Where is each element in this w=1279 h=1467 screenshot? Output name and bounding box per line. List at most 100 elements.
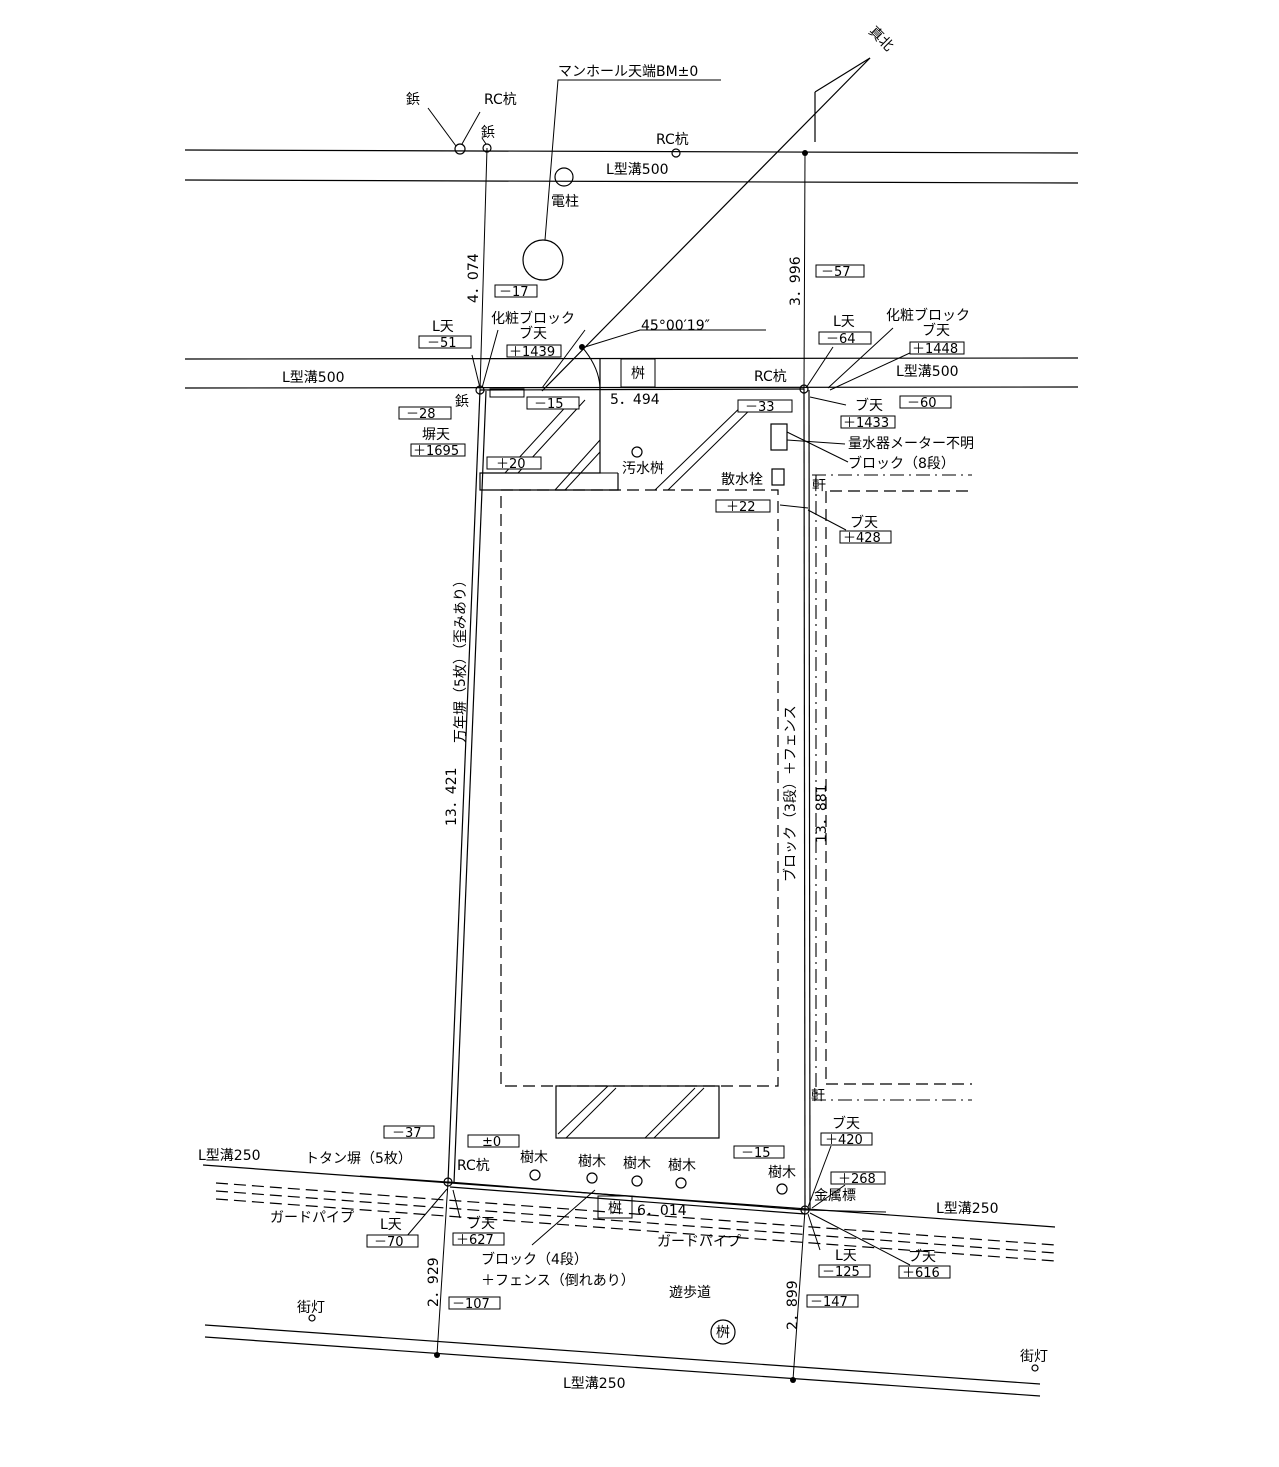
point-top-right — [802, 150, 808, 156]
label-right-wall: ブロック（3段）＋フェンス — [782, 705, 799, 882]
label-l-ten-br: L天 — [835, 1248, 857, 1264]
svg-text:－125: －125 — [822, 1265, 860, 1280]
label-rc-pile-3: RC杭 — [754, 369, 787, 385]
dim-top-left: 4．074 — [466, 253, 482, 303]
svg-text:－28: －28 — [406, 407, 436, 422]
level-box: ＋420 — [820, 1132, 873, 1148]
label-ditch-l500-left: L型溝500 — [282, 370, 345, 386]
label-ditch-l250-right: L型溝250 — [936, 1201, 999, 1217]
reference-lines — [436, 147, 806, 1381]
label-noki-top: 軒 — [812, 478, 826, 494]
rear-paving — [555, 1085, 720, 1139]
svg-text:－37: －37 — [392, 1126, 422, 1141]
level-box: ＋627 — [452, 1232, 505, 1248]
markers — [308, 143, 1039, 1383]
tree-marker-1 — [529, 1169, 541, 1181]
label-metal: 金属標 — [814, 1188, 856, 1204]
level-box: －107 — [448, 1296, 501, 1312]
manhole — [522, 239, 564, 281]
level-box: －15 — [526, 396, 580, 412]
dim-bottom-left: 2．929 — [426, 1257, 442, 1307]
svg-text:＋616: ＋616 — [902, 1266, 940, 1281]
label-tree-5: 樹木 — [768, 1165, 796, 1181]
label-bu-ten-left: ブ天 — [519, 325, 547, 342]
label-manhole: マンホール天端BM±0 — [558, 64, 698, 80]
svg-text:＋1439: ＋1439 — [509, 345, 555, 360]
north-label: 真北 — [865, 24, 896, 55]
level-box: ＋1695 — [410, 443, 466, 459]
leader-lines — [405, 79, 913, 1266]
level-box: ＋22 — [715, 499, 771, 515]
label-tetsu-2: 鋲 — [481, 125, 495, 141]
level-box: ＋20 — [486, 456, 542, 472]
label-tree-1: 樹木 — [520, 1150, 548, 1166]
svg-text:＋20: ＋20 — [496, 457, 526, 472]
point-bottom-left — [434, 1352, 440, 1358]
level-box: －70 — [366, 1234, 419, 1250]
svg-text:－107: －107 — [452, 1297, 490, 1312]
label-l-ten-left: L天 — [432, 319, 454, 335]
dim-bottom-right: 2．899 — [785, 1280, 801, 1330]
text-labels: マンホール天端BM±0 鋲 RC杭 鋲 RC杭 L型溝500 電柱 L型溝500… — [198, 64, 1048, 1392]
label-ditch-top: L型溝500 — [606, 162, 669, 178]
level-box: －57 — [815, 264, 865, 280]
level-box: ＋616 — [898, 1265, 951, 1281]
svg-text:＋1448: ＋1448 — [912, 342, 958, 357]
rc-pile-marker-2 — [671, 148, 681, 158]
label-ditch-l250-left: L型溝250 — [198, 1148, 261, 1164]
label-l-ten-bl: L天 — [380, 1217, 402, 1233]
dim-top-right: 3．996 — [788, 256, 804, 306]
level-box: ＋1448 — [909, 341, 965, 357]
tree-marker-2 — [586, 1172, 598, 1184]
label-masu-bottom: 桝 — [608, 1201, 622, 1217]
label-meter: 量水器メーター不明 — [848, 436, 974, 452]
svg-text:－60: －60 — [907, 396, 937, 411]
label-hei-ten: 塀天 — [422, 427, 450, 443]
label-guard-right: ガードパイプ — [657, 1234, 741, 1250]
label-bu-ten-r2: ブ天 — [855, 397, 883, 414]
label-tree-2: 樹木 — [578, 1154, 606, 1170]
label-kesho-right: 化粧ブロック — [886, 307, 970, 324]
utility-pole — [554, 167, 574, 187]
svg-text:＋420: ＋420 — [825, 1133, 863, 1148]
svg-text:＋627: ＋627 — [456, 1233, 494, 1248]
label-promenade: 遊歩道 — [669, 1285, 711, 1301]
svg-text:＋1433: ＋1433 — [843, 416, 889, 431]
label-rc-pile-4: RC杭 — [457, 1158, 490, 1174]
label-kesho-left: 化粧ブロック — [491, 310, 575, 327]
level-box: －28 — [398, 406, 452, 422]
level-box: －15 — [733, 1145, 785, 1161]
label-totan: トタン塀（5枚） — [305, 1151, 412, 1167]
dimension-labels: 4．074 3．996 5．494 13．421 13．881 6．014 2．… — [426, 253, 830, 1330]
building-outline — [500, 474, 972, 1101]
dim-right: 13．881 — [814, 784, 830, 843]
osui-masu-marker — [631, 446, 643, 458]
svg-text:＋1695: ＋1695 — [413, 444, 459, 459]
svg-text:－15: －15 — [741, 1146, 771, 1161]
point-bottom-right — [790, 1377, 796, 1383]
label-rc-pile-1: RC杭 — [484, 92, 517, 108]
corner-front-right — [799, 384, 809, 394]
label-bu-ten-bl: ブ天 — [467, 1215, 495, 1232]
label-bu-ten-br: ブ天 — [908, 1248, 936, 1265]
street-light-left — [308, 1314, 316, 1322]
level-boxes: －17 －57 －51 ＋1439 －64 ＋1448 －28 －15 －33 … — [366, 264, 965, 1312]
level-box: －64 — [818, 331, 872, 347]
meter-box — [770, 423, 788, 451]
label-angle: 45°00′19″ — [641, 318, 710, 334]
level-box: ＋428 — [839, 530, 892, 546]
level-box: －37 — [383, 1125, 435, 1141]
dim-left: 13．421 — [444, 767, 460, 826]
svg-text:＋268: ＋268 — [838, 1172, 876, 1187]
sansui-box — [771, 468, 785, 486]
parcel-boundary — [447, 388, 811, 1215]
level-box: ＋1439 — [506, 344, 562, 360]
label-masu-circle: 桝 — [716, 1325, 730, 1341]
label-tree-3: 樹木 — [623, 1156, 651, 1172]
level-box: ＋1433 — [840, 415, 896, 431]
label-block4-1: ブロック（4段） — [481, 1251, 588, 1268]
svg-text:－64: －64 — [826, 332, 856, 347]
level-box: －17 — [494, 284, 538, 300]
tree-marker-4 — [675, 1177, 687, 1189]
